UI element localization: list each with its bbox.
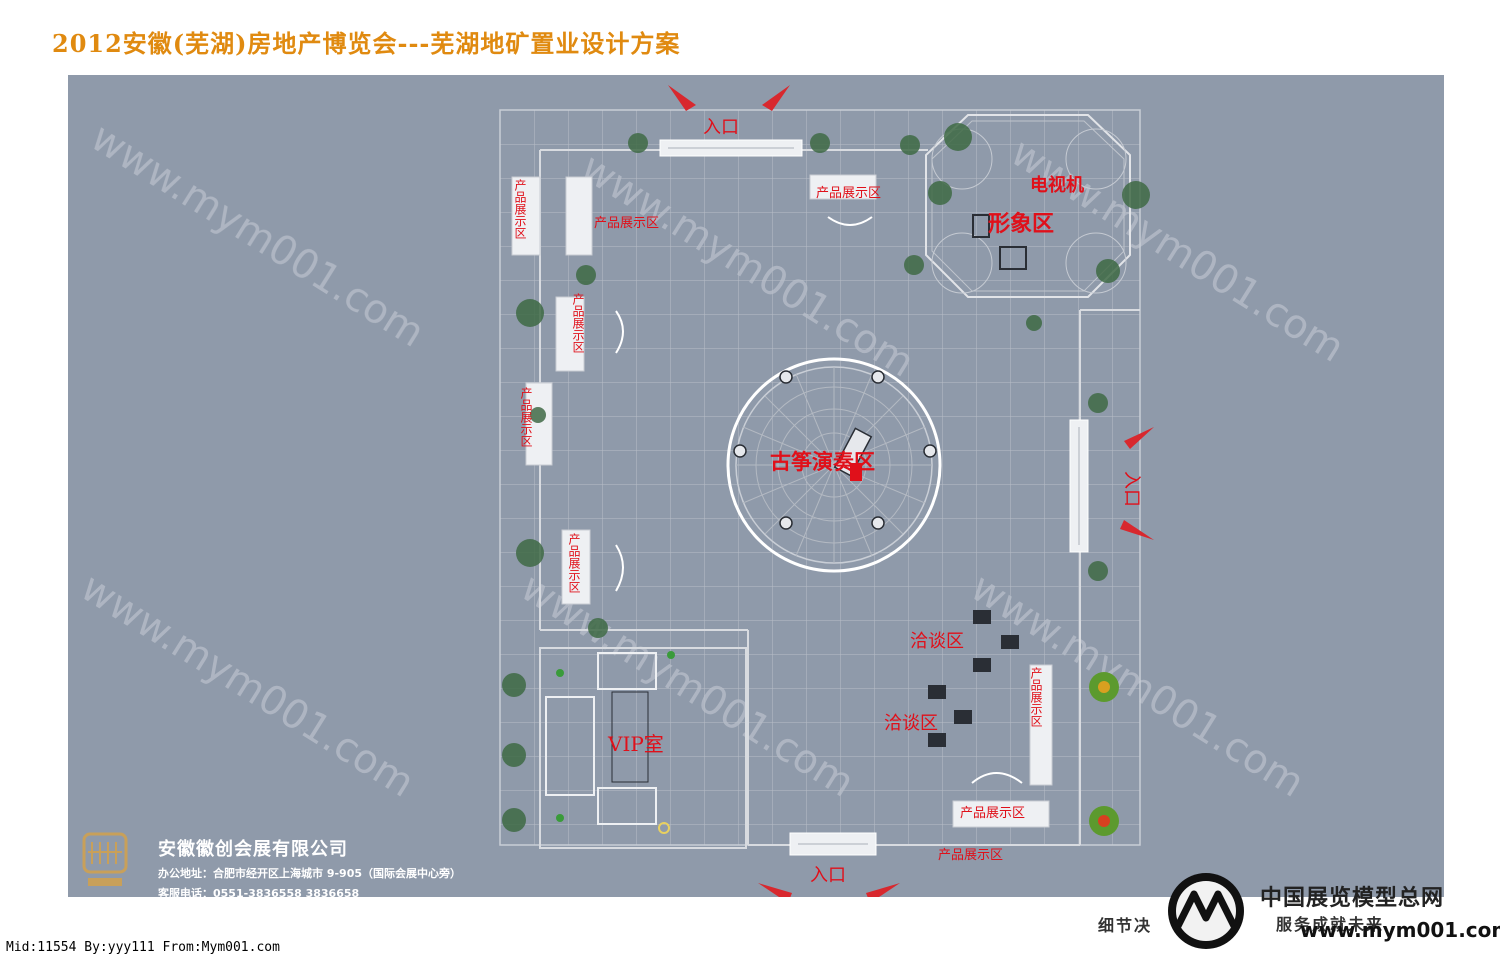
product-zone-label: 产品展示区	[594, 216, 659, 231]
negotiation-tables	[928, 610, 1019, 747]
negotiation-zone-label-2: 洽谈区	[884, 713, 938, 734]
image-zone-label: 形象区	[988, 211, 1054, 237]
product-zone-label-vertical: 产品展示区	[571, 293, 585, 353]
product-zone-label-vertical: 产品展示区	[567, 533, 581, 593]
vip-room-label: VIP室	[607, 732, 664, 756]
brand-url[interactable]: www.mym001.com	[1300, 918, 1500, 942]
tv-label: 电视机	[1030, 174, 1084, 196]
product-counters	[511, 174, 1053, 828]
product-zone-label-vertical: 产品展示区	[513, 179, 527, 239]
product-zone-label: 产品展示区	[816, 186, 881, 201]
entrance-label-top: 入口	[703, 117, 739, 138]
watermark: www.mym001.com	[73, 564, 422, 806]
product-zone-label-vertical: 产品展示区	[519, 387, 533, 447]
entrance-label-bottom: 入口	[810, 865, 846, 886]
company-address: 办公地址：合肥市经开区上海城市 9-905（国际会展中心旁）	[158, 867, 462, 880]
slogan-right: 服务成就未来	[1276, 915, 1385, 934]
brand-name: 中国展览模型总网	[1260, 886, 1445, 911]
entrance-arrows	[668, 85, 1154, 897]
company-info: 安徽徽创会展有限公司 办公地址：合肥市经开区上海城市 9-905（国际会展中心旁…	[158, 835, 461, 897]
company-logo	[82, 832, 128, 886]
image-zone-desk	[999, 246, 1027, 270]
octagon-wall	[925, 114, 1131, 298]
entrance-label-right: 入口	[1121, 471, 1142, 507]
guzheng-stage	[726, 357, 942, 573]
slogan-left: 细节决	[1098, 916, 1153, 935]
footer-meta: Mid:11554 By:yyy111 From:Mym001.com	[6, 940, 280, 955]
guzheng-zone-label: 古筝演奏区	[770, 449, 875, 474]
product-zone-label: 产品展示区	[960, 806, 1025, 821]
plants	[502, 123, 1150, 832]
vip-room	[539, 647, 747, 849]
watermark: www.mym001.com	[83, 114, 432, 356]
product-zone-label: 产品展示区	[938, 848, 1003, 863]
negotiation-zone-label-1: 洽谈区	[910, 631, 964, 652]
floor-plan: www.mym001.com www.mym001.com www.mym001…	[68, 75, 1444, 897]
zone-labels: 入口 入口 入口 电视机 形象区 古筝演奏区 VIP室 洽谈区 洽谈区 产品展示…	[513, 117, 1142, 886]
page-title: 2012安徽(芜湖)房地产博览会---芜湖地矿置业设计方案	[52, 29, 681, 58]
floor-plan-drawing: www.mym001.com www.mym001.com www.mym001…	[73, 85, 1352, 897]
company-phone: 客服电话：0551-3836558 3836658	[158, 887, 360, 897]
ava-logo	[1168, 873, 1244, 949]
product-zone-label-vertical: 产品展示区	[1029, 667, 1043, 727]
company-name: 安徽徽创会展有限公司	[158, 839, 348, 860]
flower-pots	[1089, 672, 1119, 836]
